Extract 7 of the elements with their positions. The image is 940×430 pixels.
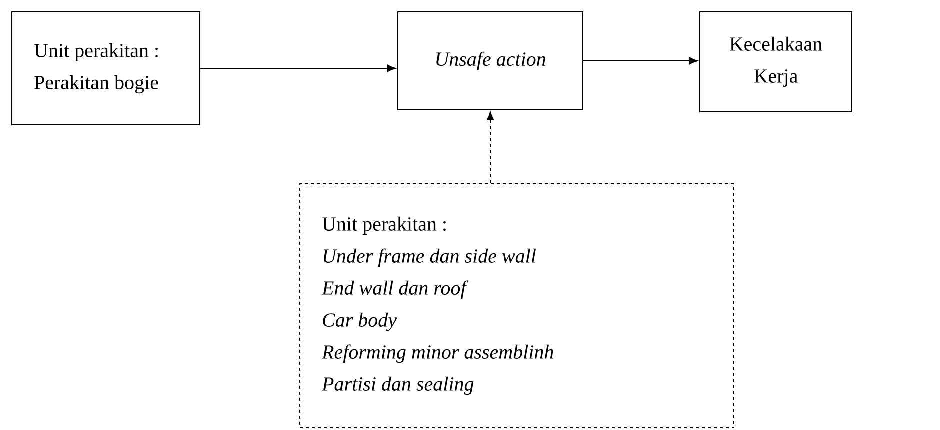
process-box: Unit perakitan : Perakitan bogie xyxy=(12,12,200,126)
arrow xyxy=(200,64,396,72)
process-box: Unit perakitan : Under frame dan side wall End wall dan roof Car body Reforming minor assemblinh Partisi dan sealing xyxy=(300,184,734,428)
arrow xyxy=(583,57,698,65)
process-box: Unsafe action xyxy=(398,12,584,110)
process-box: Kecelakaan Kerja xyxy=(700,12,852,112)
arrow xyxy=(486,112,494,184)
